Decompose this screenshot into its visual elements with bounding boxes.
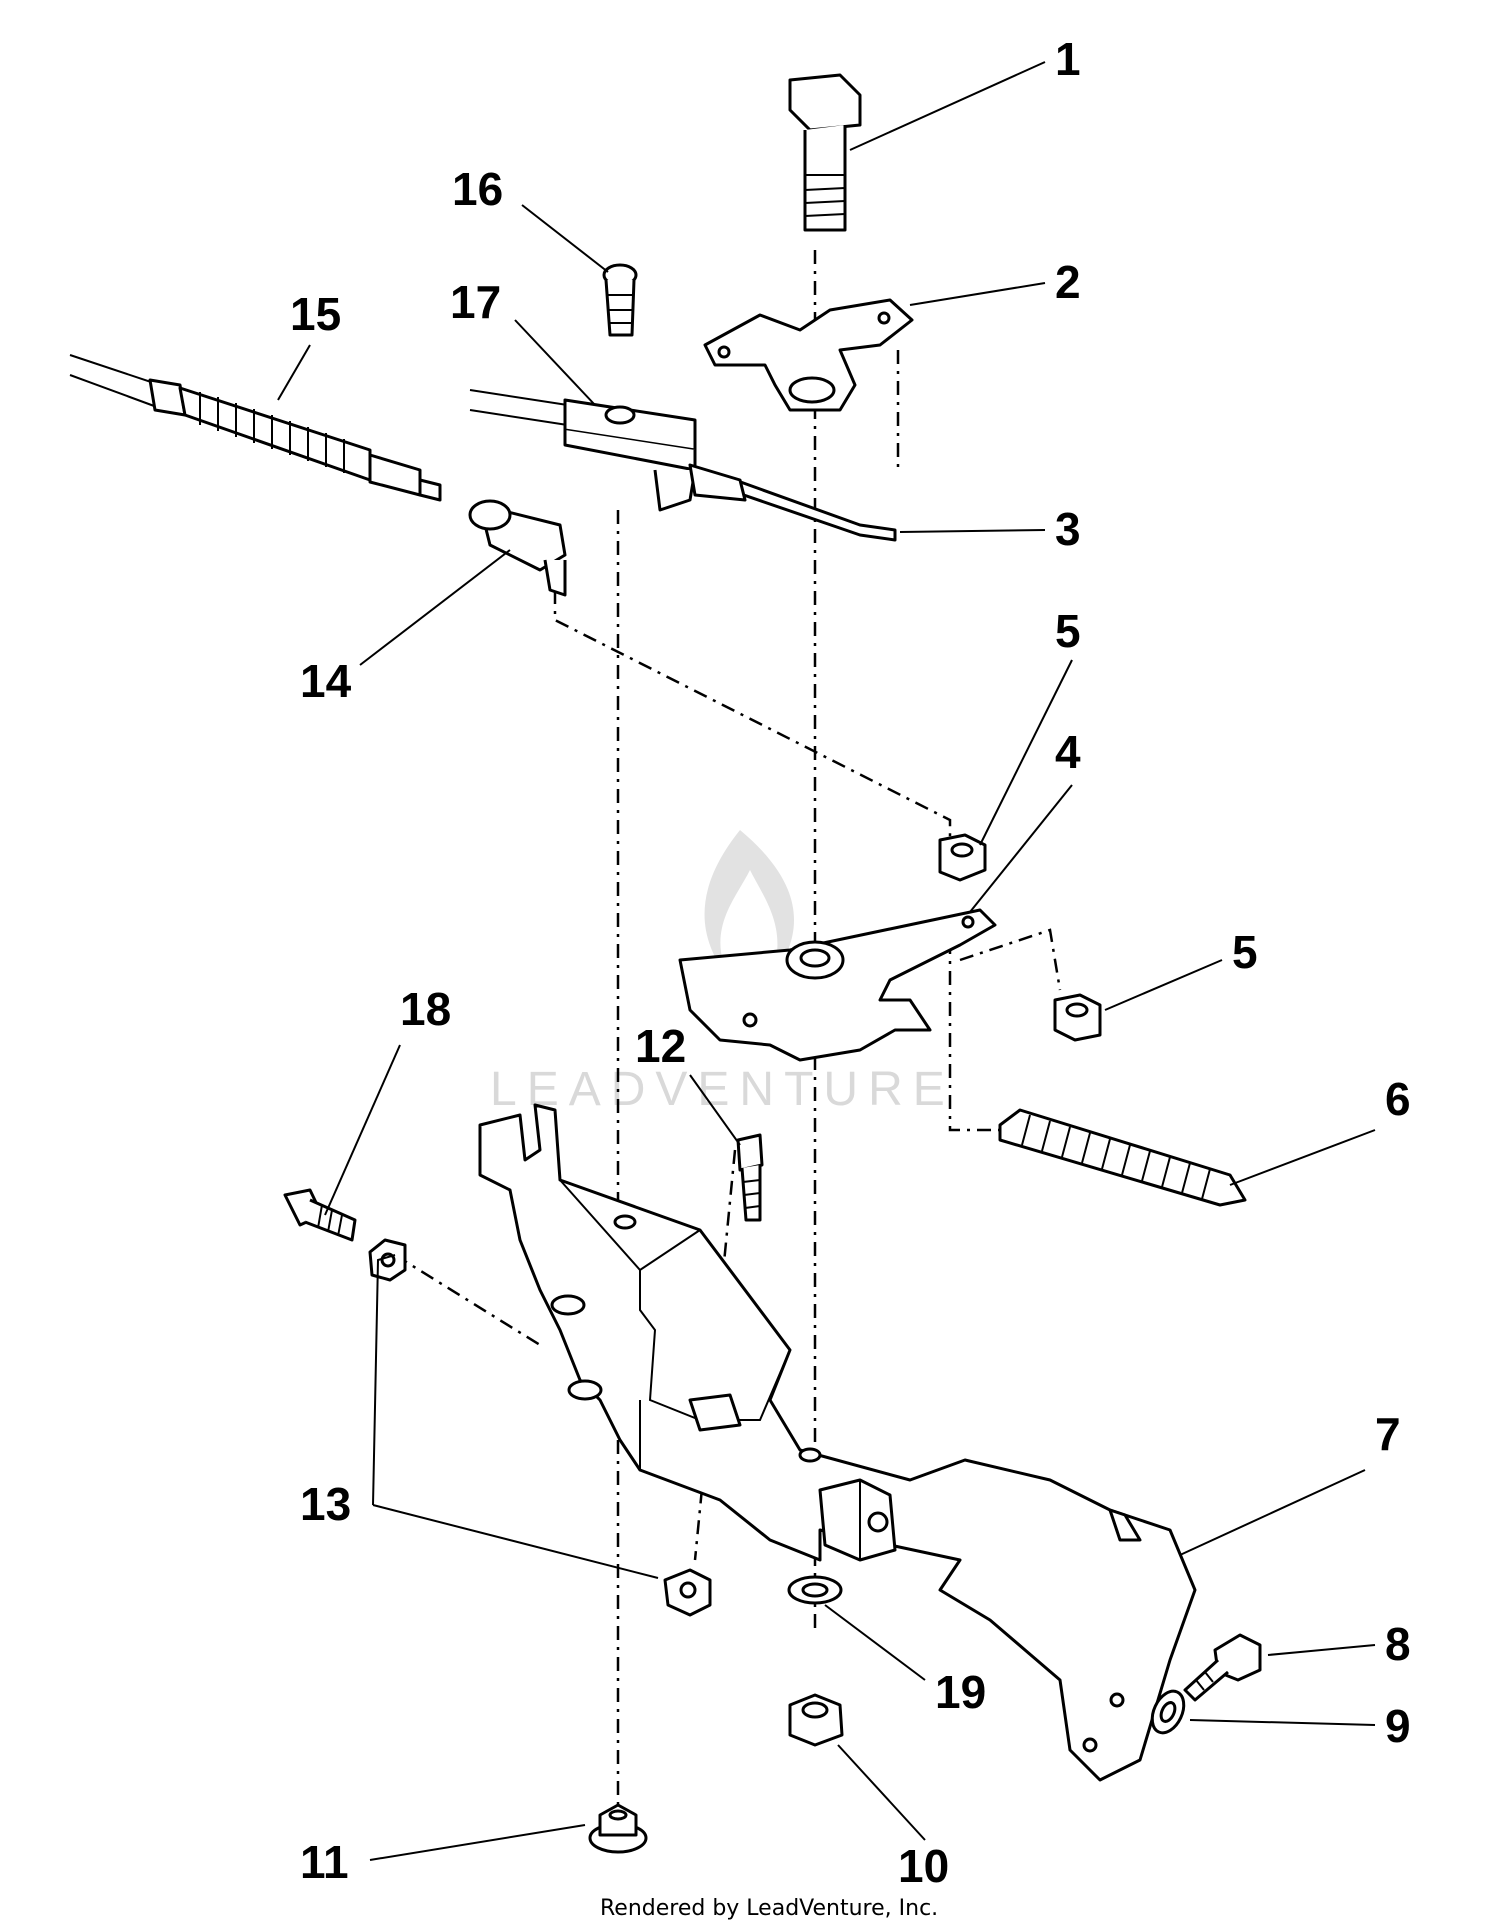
leader-16 xyxy=(521,204,609,273)
part-7-bracket xyxy=(478,1103,1197,1782)
callout-2: 2 xyxy=(1055,256,1081,308)
watermark-text: LEADVENTURE xyxy=(490,1063,955,1116)
leader-5-upper xyxy=(979,659,1073,846)
leader-10 xyxy=(837,1744,926,1841)
part-18-screw xyxy=(283,1188,357,1242)
watermark: LEADVENTURE xyxy=(490,830,955,1116)
leader-12 xyxy=(689,1074,741,1146)
callout-16: 16 xyxy=(452,163,503,215)
leader-2 xyxy=(909,282,1046,306)
callout-9: 9 xyxy=(1385,1700,1411,1752)
part-10-nut xyxy=(788,1693,844,1747)
callout-3: 3 xyxy=(1055,503,1081,555)
watermark-flame-icon xyxy=(704,830,794,980)
part-16-screw xyxy=(602,263,638,337)
callout-7: 7 xyxy=(1375,1408,1401,1460)
callout-5-lower: 5 xyxy=(1232,926,1258,978)
part-6-spring xyxy=(998,1108,1247,1207)
callout-labels: 1 2 3 4 5 5 6 7 8 9 10 11 12 13 14 15 16… xyxy=(290,33,1411,1892)
part-14-ferrule xyxy=(468,499,567,597)
part-5-nut-upper xyxy=(938,833,987,882)
leader-1 xyxy=(849,61,1046,151)
callout-6: 6 xyxy=(1385,1073,1411,1125)
part-12-screw xyxy=(736,1133,764,1222)
leader-17 xyxy=(514,319,596,406)
part-4-lever xyxy=(678,908,997,1062)
leader-14 xyxy=(359,549,511,666)
leader-13-b xyxy=(372,1254,396,1506)
part-11-flange-nut xyxy=(588,1803,648,1854)
part-2-plate xyxy=(703,298,914,412)
leader-lines xyxy=(277,61,1376,1861)
leader-8 xyxy=(1267,1644,1376,1656)
callout-15: 15 xyxy=(290,288,341,340)
callout-14: 14 xyxy=(300,655,352,707)
callout-5-upper: 5 xyxy=(1055,605,1081,657)
leader-9 xyxy=(1189,1719,1376,1726)
part-8-bolt xyxy=(1183,1633,1262,1702)
callout-1: 1 xyxy=(1055,33,1081,85)
leader-13-a xyxy=(372,1504,659,1579)
part-1-bolt xyxy=(788,73,862,232)
leader-3 xyxy=(899,529,1046,533)
part-13-nut-lower xyxy=(663,1568,712,1617)
part-17-clamp xyxy=(469,389,747,512)
callout-18: 18 xyxy=(400,983,451,1035)
leader-18 xyxy=(324,1044,401,1216)
leader-19 xyxy=(824,1604,926,1681)
part-19-washer xyxy=(787,1575,843,1605)
leader-15 xyxy=(277,344,311,401)
part-9-washer xyxy=(1150,1689,1186,1735)
callout-17: 17 xyxy=(450,276,501,328)
part-5-nut-lower xyxy=(1053,993,1102,1042)
callout-4: 4 xyxy=(1055,726,1081,778)
leader-6 xyxy=(1229,1129,1376,1186)
leader-11 xyxy=(369,1824,586,1861)
callout-10: 10 xyxy=(898,1840,949,1892)
callout-8: 8 xyxy=(1385,1618,1411,1670)
footer-credit: Rendered by LeadVenture, Inc. xyxy=(600,1896,938,1921)
callout-19: 19 xyxy=(935,1666,986,1718)
leader-5-lower xyxy=(1104,959,1223,1011)
callout-11: 11 xyxy=(300,1836,349,1888)
part-13-nut-upper xyxy=(368,1238,407,1282)
part-15-cable xyxy=(69,354,442,502)
leader-7 xyxy=(1179,1469,1366,1556)
callout-13: 13 xyxy=(300,1478,351,1530)
callout-12: 12 xyxy=(635,1020,686,1072)
leader-4 xyxy=(969,784,1073,913)
